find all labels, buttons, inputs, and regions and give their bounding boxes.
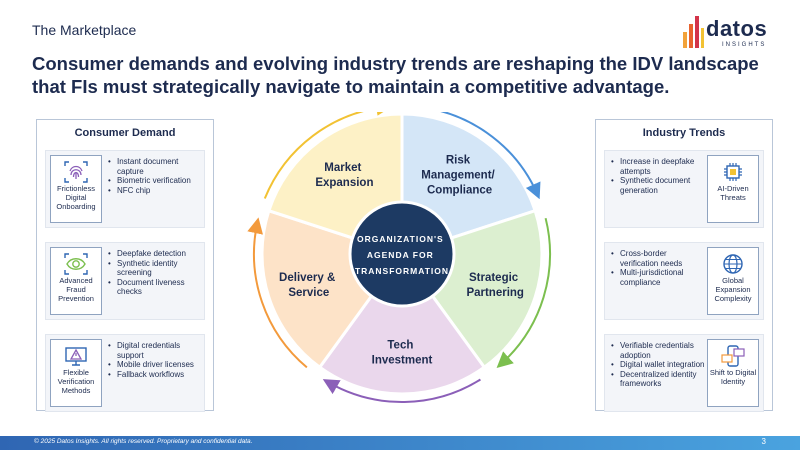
footer-bar: © 2025 Datos Insights. All rights reserv…	[0, 436, 800, 450]
eye-scan-icon	[64, 253, 88, 275]
trend-card: Cross-border verification needs Multi-ju…	[604, 242, 764, 320]
segment-label-line: Market	[324, 162, 361, 174]
bullet-item: Cross-border verification needs	[611, 249, 707, 268]
bullet-item: Digital wallet integration	[611, 360, 707, 370]
bullet-item: NFC chip	[108, 186, 202, 196]
trend-card-bullets: Increase in deepfake attempts Synthetic …	[611, 157, 707, 195]
arrow-arc	[247, 217, 308, 369]
globe-icon	[723, 254, 743, 274]
arrow-arc	[322, 378, 481, 403]
hub-label-line: AGENDA FOR	[367, 250, 434, 260]
hub-label-line: ORGANIZATION'S	[357, 234, 444, 244]
consumer-card-bullets: Instant document capture Biometric verif…	[108, 157, 202, 195]
trend-card-label: AI-Driven Threats	[717, 184, 749, 202]
industry-trends-title: Industry Trends	[642, 127, 726, 139]
logo-wordmark: datos	[706, 16, 768, 41]
segment-label-line: Compliance	[427, 185, 492, 197]
logo-bars-icon	[683, 16, 704, 48]
segment-label-line: Management/	[421, 170, 495, 182]
section-label: The Marketplace	[32, 22, 137, 38]
mobile-id-icon	[721, 345, 745, 367]
alert-monitor-icon	[65, 347, 87, 366]
consumer-card: Flexible Verification Methods Digital cr…	[45, 334, 205, 412]
hub-label-line: TRANSFORMATION	[355, 266, 449, 276]
consumer-card-bullets: Deepfake detection Synthetic identity sc…	[108, 249, 202, 297]
headline: Consumer demands and evolving industry t…	[32, 53, 759, 97]
segment-label-line: Service	[288, 287, 329, 299]
footer-copyright: © 2025 Datos Insights. All rights reserv…	[34, 438, 253, 445]
bullet-item: Verifiable credentials adoption	[611, 341, 707, 360]
trend-card-tile: Global Expansion Complexity	[707, 247, 759, 315]
consumer-card: Advanced Fraud Prevention Deepfake detec…	[45, 242, 205, 320]
trend-card-label: Global Expansion Complexity	[714, 276, 752, 303]
consumer-card-tile: Frictionless Digital Onboarding	[50, 155, 102, 223]
segment-label-line: Investment	[372, 355, 433, 367]
fingerprint-icon	[64, 161, 88, 183]
bullet-item: Document liveness checks	[108, 278, 202, 297]
segment-label-line: Expansion	[315, 177, 373, 189]
bullet-item: Mobile driver licenses	[108, 360, 202, 370]
segment-label: Risk Management/ Compliance	[421, 155, 498, 197]
segment-label: Tech Investment	[372, 340, 433, 367]
segment-label: Strategic Partnering	[466, 272, 524, 299]
trend-card: Verifiable credentials adoption Digital …	[604, 334, 764, 412]
consumer-card: Frictionless Digital Onboarding Instant …	[45, 150, 205, 228]
segment-label-line: Risk	[446, 155, 471, 167]
wheel-hub	[348, 200, 456, 308]
arrow-arc	[439, 112, 541, 200]
bullet-item: Synthetic document generation	[611, 176, 707, 195]
arrow-arc	[263, 112, 393, 199]
consumer-card-tile: Advanced Fraud Prevention	[50, 247, 102, 315]
bullet-item: Digital credentials support	[108, 341, 202, 360]
bullet-item: Synthetic identity screening	[108, 259, 202, 278]
bullet-item: Increase in deepfake attempts	[611, 157, 707, 176]
segment-label-line: Tech	[387, 340, 413, 352]
consumer-card-tile: Flexible Verification Methods	[50, 339, 102, 407]
bullet-item: Multi-jurisdictional compliance	[611, 268, 707, 287]
segment-label-line: Partnering	[466, 287, 524, 299]
trend-card-tile: AI-Driven Threats	[707, 155, 759, 223]
datos-logo: datos INSIGHTS	[682, 12, 778, 52]
bullet-item: Deepfake detection	[108, 249, 202, 259]
ai-chip-icon	[724, 163, 742, 181]
consumer-card-label: Advanced Fraud Prevention	[58, 276, 94, 303]
trend-card-tile: Shift to Digital Identity	[707, 339, 759, 407]
segment-label-line: Strategic	[469, 272, 519, 284]
consumer-demand-panel: Consumer Demand Frictionless Digital Onb…	[36, 119, 214, 412]
bullet-item: Biometric verification	[108, 176, 202, 186]
bullet-item: Decentralized identity frameworks	[611, 370, 707, 389]
trend-card-bullets: Verifiable credentials adoption Digital …	[611, 341, 707, 389]
arrow-arc	[496, 217, 551, 369]
industry-trends-panel: Industry Trends Increase in deepfake att…	[595, 119, 773, 412]
consumer-card-bullets: Digital credentials support Mobile drive…	[108, 341, 202, 379]
hub-label: ORGANIZATION'S AGENDA FOR TRANSFORMATION	[355, 234, 449, 276]
segment-label: Delivery & Service	[279, 272, 338, 299]
segment-label: Market Expansion	[315, 162, 373, 189]
bullet-item: Instant document capture	[108, 157, 202, 176]
transformation-wheel: Risk Management/ Compliance Strategic Pa…	[247, 112, 551, 403]
page-number: 3	[761, 437, 766, 446]
consumer-card-label: Flexible Verification Methods	[57, 368, 95, 395]
trend-card: Increase in deepfake attempts Synthetic …	[604, 150, 764, 228]
trend-card-bullets: Cross-border verification needs Multi-ju…	[611, 249, 707, 287]
logo-subtitle: INSIGHTS	[722, 42, 767, 48]
trend-card-label: Shift to Digital Identity	[709, 368, 757, 386]
consumer-card-label: Frictionless Digital Onboarding	[56, 184, 96, 211]
consumer-demand-title: Consumer Demand	[74, 127, 176, 139]
segment-label-line: Delivery &	[279, 272, 335, 284]
bullet-item: Fallback workflows	[108, 370, 202, 380]
